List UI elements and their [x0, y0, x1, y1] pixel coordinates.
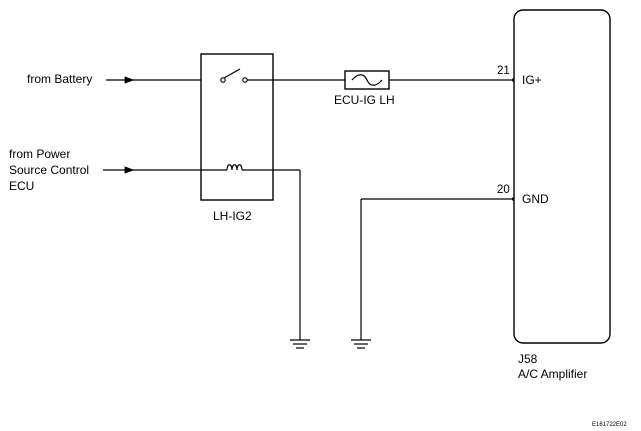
amplifier-box [513, 9, 611, 344]
from-power-label-line3: ECU [9, 179, 34, 193]
from-battery-label: from Battery [27, 72, 92, 86]
ground-symbol-relay [290, 339, 310, 349]
pin-20-label: GND [522, 192, 549, 206]
from-power-label-line2: Source Control [9, 163, 89, 177]
connector-label: J58 [518, 352, 538, 366]
relay-box [200, 53, 274, 201]
relay-label: LH-IG2 [213, 209, 252, 223]
from-power-label-line1: from Power [9, 147, 70, 161]
image-code: E161722E02 [592, 422, 627, 428]
pin-20-number: 20 [497, 184, 510, 196]
ground-symbol-amplifier [351, 339, 371, 349]
pin-21-number: 21 [497, 65, 510, 77]
switch-blade [223, 68, 241, 79]
fuse-element [351, 74, 383, 86]
relay-coil [226, 164, 243, 171]
pin-21-label: IG+ [522, 73, 542, 87]
switch-contact-right [242, 77, 248, 83]
amplifier-label: A/C Amplifier [518, 367, 587, 381]
fuse-label: ECU-IG LH [334, 93, 395, 107]
switch-contact-left [220, 77, 226, 83]
